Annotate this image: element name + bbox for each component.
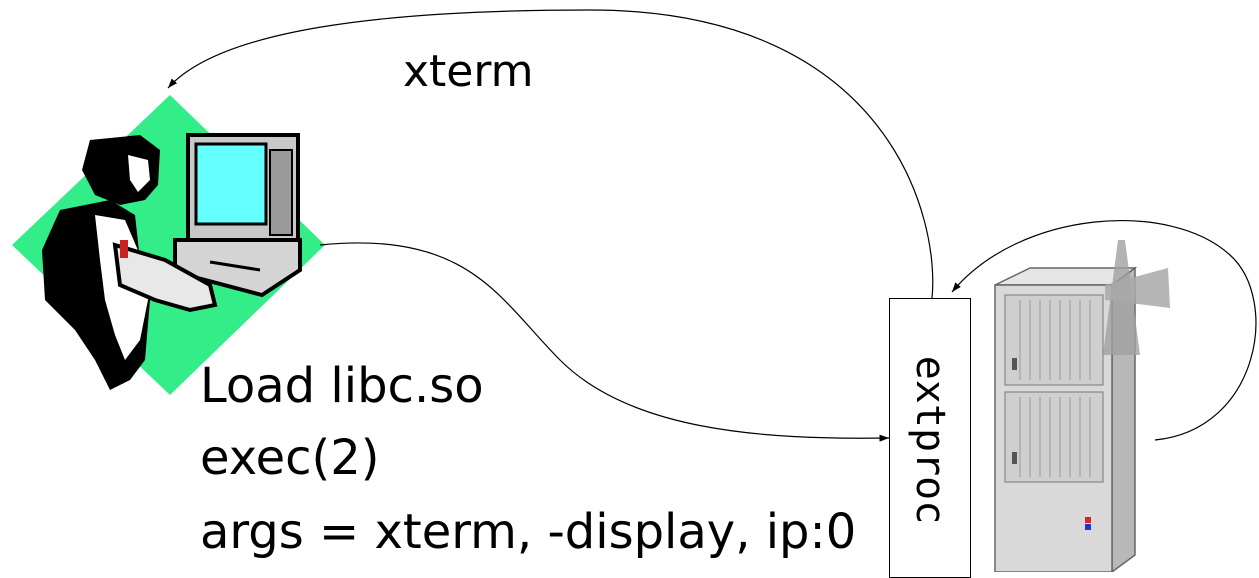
person-face-detail	[128, 155, 150, 192]
arrow-server-to-extproc	[951, 220, 1257, 441]
server-bay-upper	[1004, 294, 1104, 386]
server-fan-blade-2	[1105, 268, 1170, 308]
args-label: args = xterm, -display, ip:0	[200, 504, 857, 560]
arrow-workstation-to-extproc	[319, 242, 890, 442]
xterm-label: xterm	[403, 46, 534, 97]
person-arm	[112, 242, 218, 313]
server-vents	[1019, 300, 1091, 477]
server-tower-icon	[994, 240, 1170, 572]
server-bay-lower	[1004, 391, 1104, 483]
monitor-screen	[194, 142, 268, 226]
load-libc-label: Load libc.so	[200, 358, 484, 414]
exec-label: exec(2)	[200, 430, 380, 486]
monitor-bezel-right	[269, 149, 293, 236]
server-led-blue	[1085, 524, 1091, 530]
keyboard-slot	[209, 260, 261, 272]
server-led-red	[1085, 517, 1091, 523]
server-handle-upper	[1012, 358, 1017, 370]
server-handle-lower	[1012, 452, 1017, 464]
person-tie	[120, 240, 128, 258]
extproc-label: extproc	[907, 355, 953, 525]
extproc-box	[889, 298, 971, 578]
arrow-xterm-to-workstation	[167, 9, 934, 299]
user-at-workstation-icon	[12, 95, 325, 395]
